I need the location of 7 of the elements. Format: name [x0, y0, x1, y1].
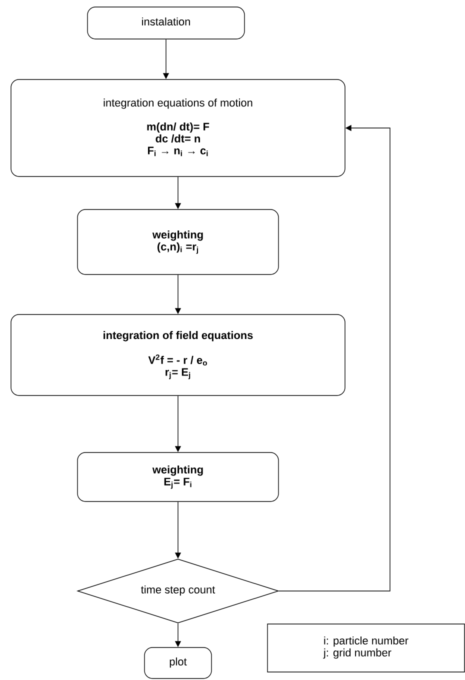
legend-box: i: particle number j: grid number [267, 624, 465, 672]
process-box: weighting (c,n)$_{i}$ =r$_{j}$ [77, 209, 279, 275]
end-box: plot [144, 647, 212, 679]
process-box: integration equations of motion m(dn/ dt)= F dc /dt= n F$_{i}$ → n$_{i}$ → c$_{i}$ [10, 79, 346, 177]
process-box: integration of field equations V$^{2}$f = - r / e$_{o}$ r$_{j}$= E$_{j}$ [10, 314, 346, 396]
start-box: instalation [87, 6, 245, 40]
process-box: weighting E$_{j}$= F$_{i}$ [77, 452, 279, 502]
